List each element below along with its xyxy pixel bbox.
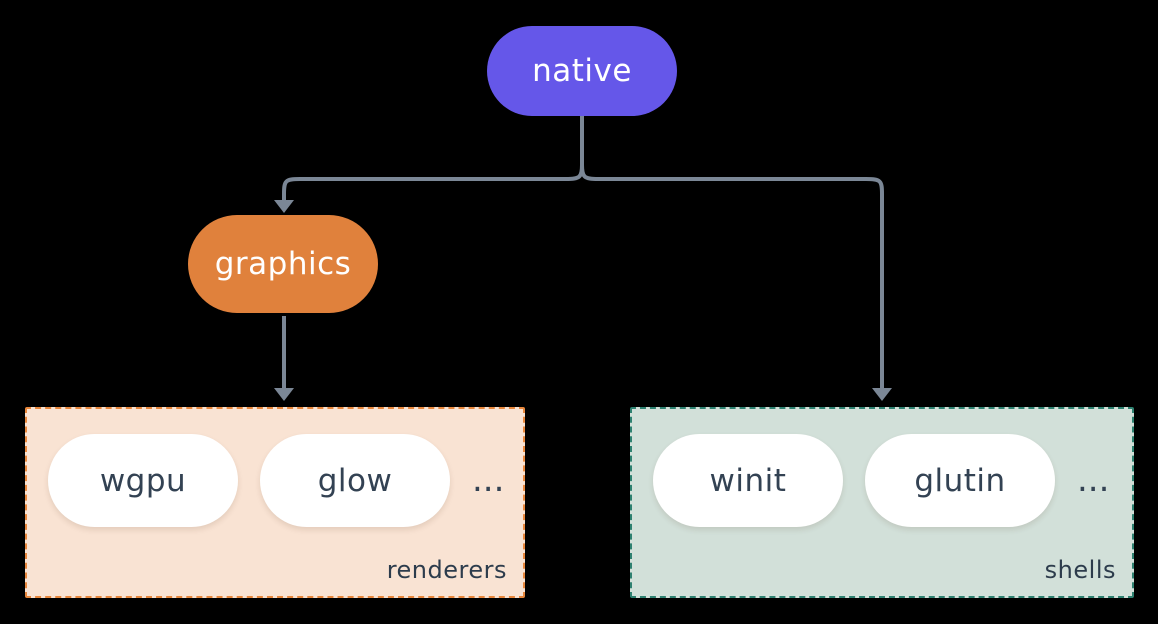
node-native-label: native bbox=[532, 53, 632, 89]
renderers-group-label: renderers bbox=[386, 556, 507, 584]
renderers-ellipsis: ... bbox=[472, 460, 505, 500]
node-glow-label: glow bbox=[317, 462, 393, 499]
node-wgpu: wgpu bbox=[48, 434, 238, 527]
shells-group-label: shells bbox=[1044, 556, 1116, 584]
edge-native-graphics bbox=[282, 164, 584, 201]
node-wgpu-label: wgpu bbox=[99, 462, 187, 499]
arrowhead-shells bbox=[872, 388, 892, 401]
group-renderers: wgpu glow ... renderers bbox=[25, 407, 525, 598]
node-glutin: glutin bbox=[865, 434, 1055, 527]
node-winit: winit bbox=[653, 434, 843, 527]
node-graphics-label: graphics bbox=[214, 246, 352, 282]
arrowhead-graphics bbox=[274, 200, 294, 213]
arrowheads bbox=[274, 200, 892, 401]
node-graphics: graphics bbox=[188, 215, 378, 313]
edge-native-shells bbox=[580, 164, 884, 389]
shells-pill-row: winit glutin ... bbox=[653, 434, 1109, 527]
node-glow: glow bbox=[260, 434, 450, 527]
renderers-pill-row: wgpu glow ... bbox=[48, 434, 504, 527]
group-shells: winit glutin ... shells bbox=[630, 407, 1134, 598]
node-glutin-label: glutin bbox=[914, 462, 1006, 499]
arrowhead-renderers bbox=[274, 388, 294, 401]
node-winit-label: winit bbox=[709, 462, 787, 499]
shells-ellipsis: ... bbox=[1077, 460, 1110, 500]
node-native: native bbox=[487, 26, 677, 116]
